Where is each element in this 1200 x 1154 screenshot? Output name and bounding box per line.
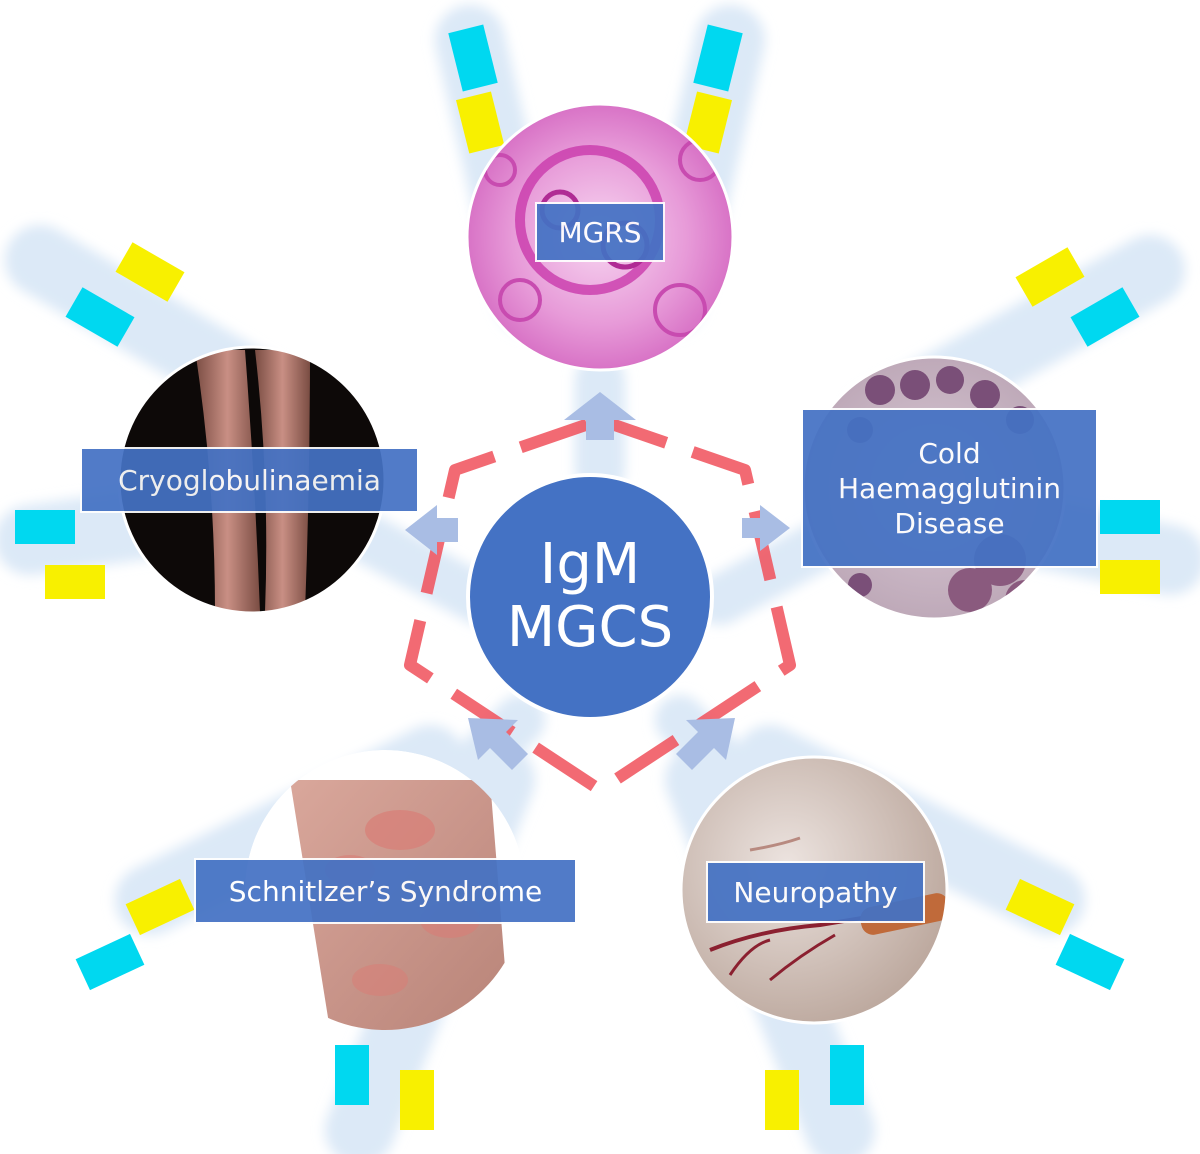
- arrow-left: [405, 505, 458, 555]
- center-line-1: IgM: [539, 532, 641, 598]
- center-line-2: MGCS: [506, 595, 674, 660]
- antibody-segments: [15, 24, 1160, 1130]
- pentagon-outline: [404, 414, 796, 796]
- center-label: IgM MGCS: [470, 477, 710, 717]
- cold-haemagglutinin-label: Cold Haemagglutinin Disease: [801, 408, 1098, 568]
- arrow-up: [564, 392, 636, 440]
- center-node: [466, 473, 714, 721]
- arrow-down-left: [468, 718, 528, 770]
- arrow-down-right: [676, 718, 735, 770]
- arrow-right: [742, 505, 790, 551]
- mgrs-label: MGRS: [535, 202, 665, 262]
- arrows: [405, 392, 790, 770]
- cryoglobulinaemia-label: Cryoglobulinaemia: [80, 447, 419, 513]
- neuropathy-label: Neuropathy: [706, 861, 925, 923]
- schnitzler-label: Schnitlzer’s Syndrome: [194, 858, 577, 924]
